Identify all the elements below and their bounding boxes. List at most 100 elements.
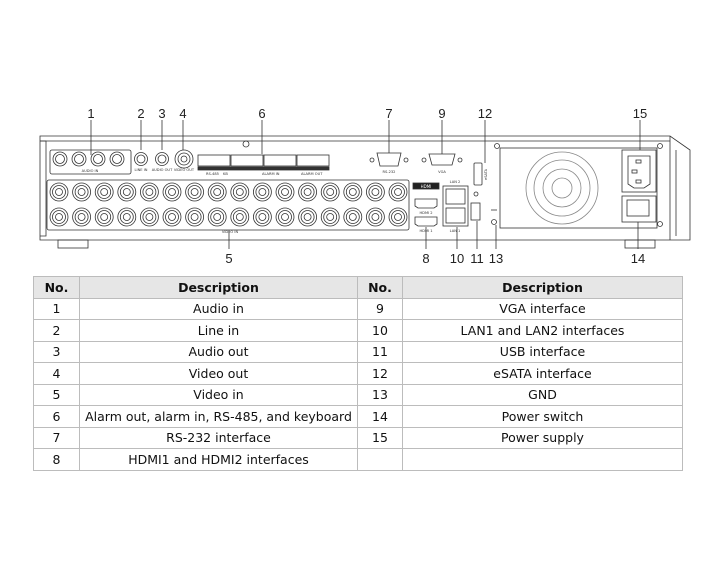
callout-number: 14 — [631, 251, 645, 266]
kb-label: KB — [223, 172, 228, 176]
callout-number: 7 — [385, 106, 392, 121]
description-cell: Power supply — [402, 426, 683, 449]
fan-grille — [525, 151, 599, 225]
video-in-bnc — [49, 182, 69, 202]
vga-label: VGA — [438, 170, 446, 174]
header-no: No. — [33, 276, 80, 299]
video-in-bnc — [94, 182, 114, 202]
video-in-bnc — [343, 207, 363, 227]
line-in-label: LINE IN — [135, 168, 148, 172]
description-cell: USB interface — [402, 340, 683, 363]
callout-number: 1 — [87, 106, 94, 121]
video-in-bnc — [117, 182, 137, 202]
callout-number: 9 — [438, 106, 445, 121]
audio-out-label: AUDIO OUT — [152, 168, 173, 172]
esata-label: eSATA — [484, 168, 488, 180]
number-cell: 2 — [33, 319, 80, 342]
video-in-bnc — [139, 182, 159, 202]
number-cell: 10 — [357, 319, 403, 342]
audio-in-bnc — [71, 151, 87, 167]
callout-number: 3 — [158, 106, 165, 121]
video-in-bnc — [72, 207, 91, 227]
description-cell: RS-232 interface — [79, 426, 358, 449]
screw-icon — [242, 140, 250, 148]
description-cell: Video in — [79, 383, 358, 406]
video-in-bnc — [365, 182, 385, 202]
video-in-bnc — [320, 207, 340, 227]
chassis — [39, 135, 691, 249]
power-supply-area — [494, 143, 663, 229]
lan2-label: LAN 2 — [450, 180, 461, 184]
video-in-bnc — [162, 207, 182, 227]
dvr-rear-panel-diagram: AUDIO IN LINE IN AUDIO OUT VIDEO OUT RS-… — [39, 106, 691, 266]
audio-in-label: AUDIO IN — [82, 169, 99, 173]
video-in-bnc — [275, 207, 295, 227]
power-socket-icon — [621, 149, 657, 193]
number-cell: 13 — [357, 383, 403, 406]
video-in-bnc — [320, 182, 340, 202]
description-cell: VGA interface — [402, 297, 683, 320]
video-in-bnc — [185, 182, 205, 202]
callout-number: 6 — [258, 106, 265, 121]
callout-number: 5 — [225, 251, 232, 266]
number-cell: 1 — [33, 297, 80, 320]
esata-port: eSATA — [473, 162, 488, 186]
table-header-row: No. Description No. Description — [33, 276, 683, 299]
lan1-label: LAN 1 — [450, 229, 461, 233]
callout-number: 15 — [633, 106, 647, 121]
number-cell: 8 — [33, 448, 80, 471]
audio-out-port: AUDIO OUT — [152, 152, 173, 172]
header-description: Description — [79, 276, 358, 299]
number-cell: 3 — [33, 340, 80, 363]
video-in-bnc — [139, 207, 159, 227]
video-in-bnc — [388, 182, 408, 202]
video-in-bnc — [388, 207, 408, 227]
video-out-port: VIDEO OUT — [174, 149, 195, 172]
video-in-label: VIDEO IN — [222, 230, 239, 234]
rs232-port: RS-232 — [369, 152, 409, 174]
video-in-bnc — [298, 182, 318, 202]
video-in-bnc — [162, 182, 182, 202]
audio-in-group: AUDIO IN — [49, 149, 132, 175]
callout-number: 4 — [179, 106, 186, 121]
video-in-bnc — [49, 207, 69, 227]
description-cell — [402, 448, 683, 471]
description-cell: eSATA interface — [402, 362, 683, 385]
video-in-bnc — [207, 182, 227, 202]
number-cell: 6 — [33, 405, 80, 428]
rs232-label: RS-232 — [383, 170, 396, 174]
description-cell: LAN1 and LAN2 interfaces — [402, 319, 683, 342]
description-cell: HDMI1 and HDMI2 interfaces — [79, 448, 358, 471]
video-in-group: VIDEO IN — [46, 179, 410, 234]
line-in-port: LINE IN — [134, 152, 148, 172]
video-in-bnc — [207, 207, 227, 227]
description-cell: Alarm out, alarm in, RS-485, and keyboar… — [79, 405, 358, 428]
number-cell: 14 — [357, 405, 403, 428]
callout-number: 8 — [422, 251, 429, 266]
hdmi-logo: HDMI — [421, 184, 432, 189]
audio-in-bnc — [52, 151, 68, 167]
description-cell: Video out — [79, 362, 358, 385]
alarm-terminal-blocks: RS-485 KB ALARM IN ALARM OUT — [197, 154, 330, 176]
description-cell: Power switch — [402, 405, 683, 428]
video-in-bnc — [252, 207, 272, 227]
video-in-bnc — [72, 182, 91, 202]
video-in-bnc — [185, 207, 205, 227]
video-out-label: VIDEO OUT — [174, 168, 195, 172]
description-cell: GND — [402, 383, 683, 406]
description-cell: Line in — [79, 319, 358, 342]
audio-in-bnc — [109, 151, 125, 167]
callout-number: 11 — [470, 251, 484, 266]
video-in-bnc — [343, 182, 363, 202]
number-cell: 11 — [357, 340, 403, 363]
vga-port: VGA — [421, 153, 463, 174]
header-no: No. — [357, 276, 403, 299]
